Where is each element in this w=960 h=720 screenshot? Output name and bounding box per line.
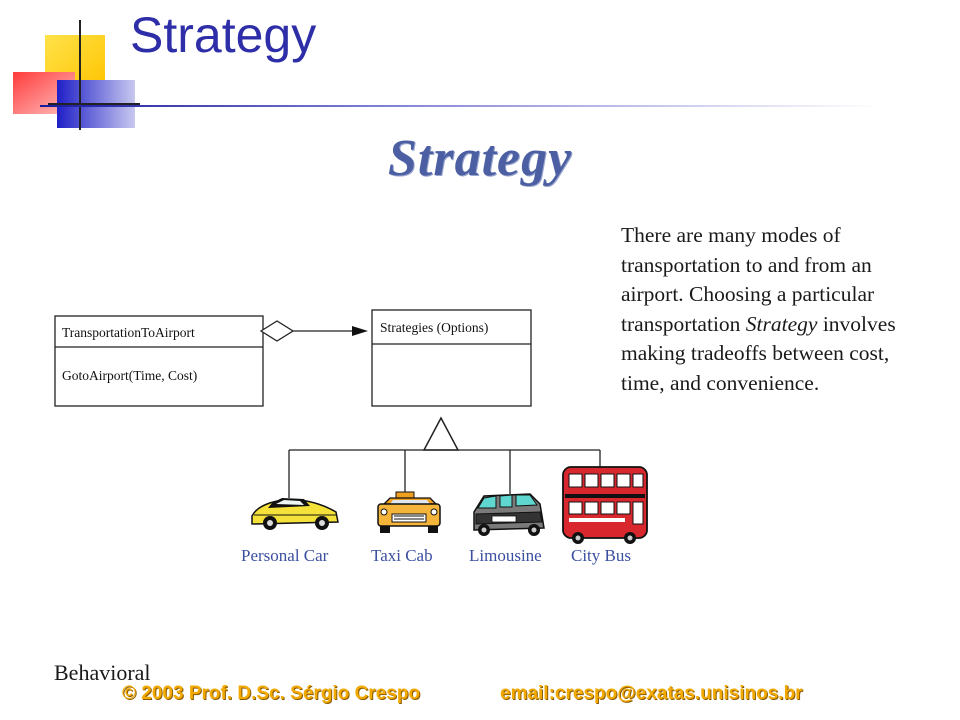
diagram-heading: Strategy	[388, 130, 573, 187]
taxi-icon	[377, 491, 441, 533]
car-icon	[251, 498, 339, 530]
footer-email: email:crespo@exatas.unisinos.br	[500, 683, 803, 704]
description-text: There are many modes of transportation t…	[621, 221, 921, 398]
section-label: Behavioral	[54, 660, 151, 685]
aggregation-connector	[259, 320, 368, 342]
vehicle-label: Taxi Cab	[371, 546, 433, 565]
arrowhead-icon	[352, 326, 368, 336]
strategy-class-box: Strategies (Options)	[371, 309, 532, 407]
footer-copyright: © 2003 Prof. D.Sc. Sérgio Crespo	[122, 683, 421, 704]
vehicle-label: Personal Car	[241, 546, 329, 565]
limousine-icon	[473, 493, 545, 536]
logo-squares-icon	[13, 20, 140, 130]
description-part: involves making tradeoffs between cost, …	[621, 311, 896, 395]
vehicle-label: Limousine	[469, 546, 542, 565]
inheritance-triangle-icon	[422, 416, 460, 451]
context-class-operation: GotoAirport(Time, Cost)	[62, 368, 197, 383]
slide-title: Strategy	[130, 7, 317, 63]
vehicle-label: City Bus	[571, 546, 631, 565]
context-class-name: TransportationToAirport	[62, 325, 195, 340]
context-class-box: TransportationToAirport GotoAirport(Time…	[54, 315, 264, 407]
inheritance-tree	[288, 416, 601, 498]
bus-icon	[562, 466, 648, 544]
description-emphasis: Strategy	[745, 311, 818, 336]
description-part: There are many modes of transportation t…	[621, 223, 875, 336]
title-divider	[40, 105, 880, 107]
strategy-class-name: Strategies (Options)	[380, 320, 488, 335]
